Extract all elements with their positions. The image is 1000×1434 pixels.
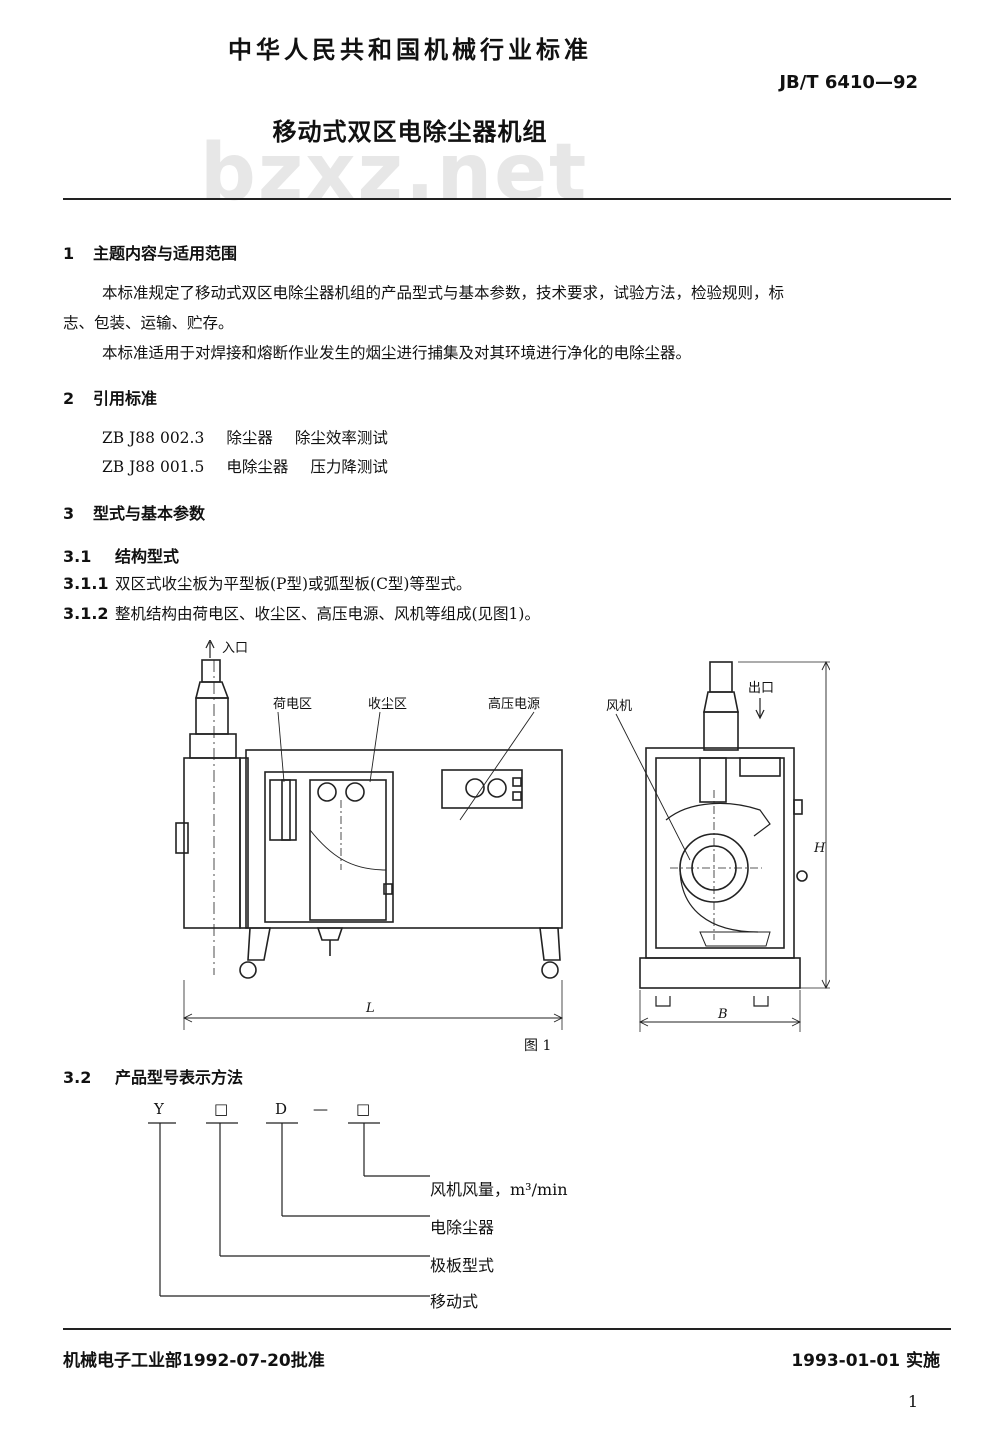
figure-1-drawing: 入口 荷电区 收尘区 高压电源 xyxy=(175,640,830,1032)
section-3-1-heading: 3.1 结构型式 xyxy=(63,543,179,567)
model-code-lines xyxy=(148,1122,430,1297)
section-1-para2: 本标准适用于对焊接和熔断作业发生的烟尘进行捕集及对其环境进行净化的电除尘器。 xyxy=(102,344,692,362)
reference-item: ZB J88 001.5 电除尘器 压力降测试 xyxy=(102,455,410,477)
section-3-1-1: 3.1.1 双区式收尘板为平型板(P型)或弧型板(C型)等型式。 xyxy=(63,573,471,595)
section-2-heading: 2 引用标准 xyxy=(63,385,157,409)
issuing-organization: 中华人民共和国机械行业标准 xyxy=(228,36,592,64)
section-1-para1-line2: 志、包装、运输、贮存。 xyxy=(63,314,234,332)
header-divider xyxy=(63,198,951,200)
document-title: 移动式双区电除尘器机组 xyxy=(272,118,548,146)
hv-supply-label: 高压电源 xyxy=(488,696,540,712)
standard-number: JB/T 6410—92 xyxy=(779,72,918,93)
section-text: 双区式收尘板为平型板(P型)或弧型板(C型)等型式。 xyxy=(115,575,472,593)
width-label: B xyxy=(717,1007,728,1022)
section-number: 3 xyxy=(63,504,75,523)
reference-name: 电除尘器 xyxy=(226,458,289,476)
front-view: 入口 荷电区 收尘区 高压电源 xyxy=(175,640,564,1030)
page-number: 1 xyxy=(907,1392,918,1411)
section-3-2-heading: 3.2 产品型号表示方法 xyxy=(63,1064,243,1088)
section-text: 整机结构由荷电区、收尘区、高压电源、风机等组成(见图1)。 xyxy=(115,605,540,623)
section-number: 3.1 xyxy=(63,547,92,566)
section-number: 3.2 xyxy=(63,1068,92,1087)
outlet-label: 出口 xyxy=(748,681,774,696)
model-label-precipitator: 电除尘器 xyxy=(430,1218,495,1237)
height-label: H xyxy=(813,841,826,856)
model-label-plate-type: 极板型式 xyxy=(430,1256,495,1275)
implementation-date: 1993-01-01 实施 xyxy=(791,1351,940,1371)
section-number: 2 xyxy=(63,389,75,408)
model-label-airflow: 风机风量，m³/min xyxy=(430,1180,568,1199)
section-title: 主题内容与适用范围 xyxy=(93,244,238,263)
footer-divider xyxy=(63,1328,951,1330)
section-number: 3.1.2 xyxy=(63,604,109,623)
section-title: 引用标准 xyxy=(93,389,158,408)
model-code-char: □ xyxy=(356,1100,371,1118)
section-title: 产品型号表示方法 xyxy=(115,1068,244,1087)
section-3-heading: 3 型式与基本参数 xyxy=(63,500,205,524)
charging-zone-label: 荷电区 xyxy=(273,697,312,712)
fan-label: 风机 xyxy=(606,699,632,714)
figure-caption: 图 1 xyxy=(524,1038,552,1054)
section-title: 结构型式 xyxy=(115,547,180,566)
collecting-zone-label: 收尘区 xyxy=(368,697,407,712)
reference-item: ZB J88 002.3 除尘器 除尘效率测试 xyxy=(102,426,410,448)
section-3-1-2: 3.1.2 整机结构由荷电区、收尘区、高压电源、风机等组成(见图1)。 xyxy=(63,603,540,625)
model-code-char: Y xyxy=(154,1100,164,1118)
section-1-para1-line1: 本标准规定了移动式双区电除尘器机组的产品型式与基本参数，技术要求，试验方法，检验… xyxy=(102,284,785,302)
inlet-label: 入口 xyxy=(222,641,248,656)
reference-desc: 除尘效率测试 xyxy=(294,429,388,447)
reference-code: ZB J88 001.5 xyxy=(102,458,205,476)
section-title: 型式与基本参数 xyxy=(93,504,206,523)
model-label-mobile: 移动式 xyxy=(430,1292,479,1311)
watermark: bzxz.net xyxy=(200,128,589,218)
section-number: 3.1.1 xyxy=(63,574,109,593)
reference-name: 除尘器 xyxy=(226,429,273,447)
reference-code: ZB J88 002.3 xyxy=(102,429,205,447)
section-1-heading: 1 主题内容与适用范围 xyxy=(63,240,237,264)
model-code-char: D xyxy=(275,1100,288,1118)
approval-info: 机械电子工业部1992-07-20批准 xyxy=(63,1351,325,1371)
model-code-char: — xyxy=(313,1100,328,1118)
side-view: 风机 出口 B xyxy=(606,660,830,1032)
model-code-char: □ xyxy=(214,1100,229,1118)
section-number: 1 xyxy=(63,244,75,263)
reference-desc: 压力降测试 xyxy=(310,458,388,476)
length-label: L xyxy=(365,1001,375,1016)
